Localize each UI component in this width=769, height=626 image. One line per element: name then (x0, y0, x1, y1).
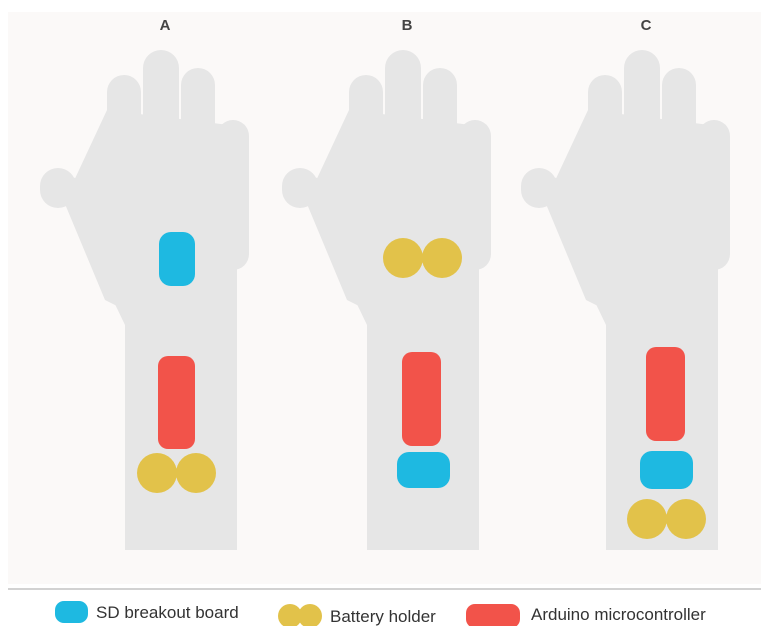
sd-breakout-board-b (397, 452, 450, 488)
panel-label-b: B (402, 17, 413, 34)
legend-label-battery: Battery holder (330, 607, 436, 626)
panel-label-a: A (160, 17, 171, 34)
panel-label-c: C (641, 17, 652, 34)
battery-holder-c-right (666, 499, 706, 539)
legend: SD breakout board Battery holder Arduino… (55, 601, 706, 626)
battery-holder-c-left (627, 499, 667, 539)
battery-holder-b-left (383, 238, 423, 278)
arduino-microcontroller-b (402, 352, 441, 446)
battery-holder-b-right (422, 238, 462, 278)
legend-swatch-sd-board (55, 601, 88, 623)
arduino-microcontroller-a (158, 356, 195, 449)
legend-label-sd-board: SD breakout board (96, 603, 239, 622)
sd-breakout-board-c (640, 451, 693, 489)
battery-holder-a-right (176, 453, 216, 493)
legend-label-arduino: Arduino microcontroller (531, 605, 706, 624)
battery-holder-a-left (137, 453, 177, 493)
legend-swatch-arduino (466, 604, 520, 626)
arduino-microcontroller-c (646, 347, 685, 441)
legend-swatch-battery-right (298, 604, 322, 626)
sd-breakout-board-a (159, 232, 195, 286)
